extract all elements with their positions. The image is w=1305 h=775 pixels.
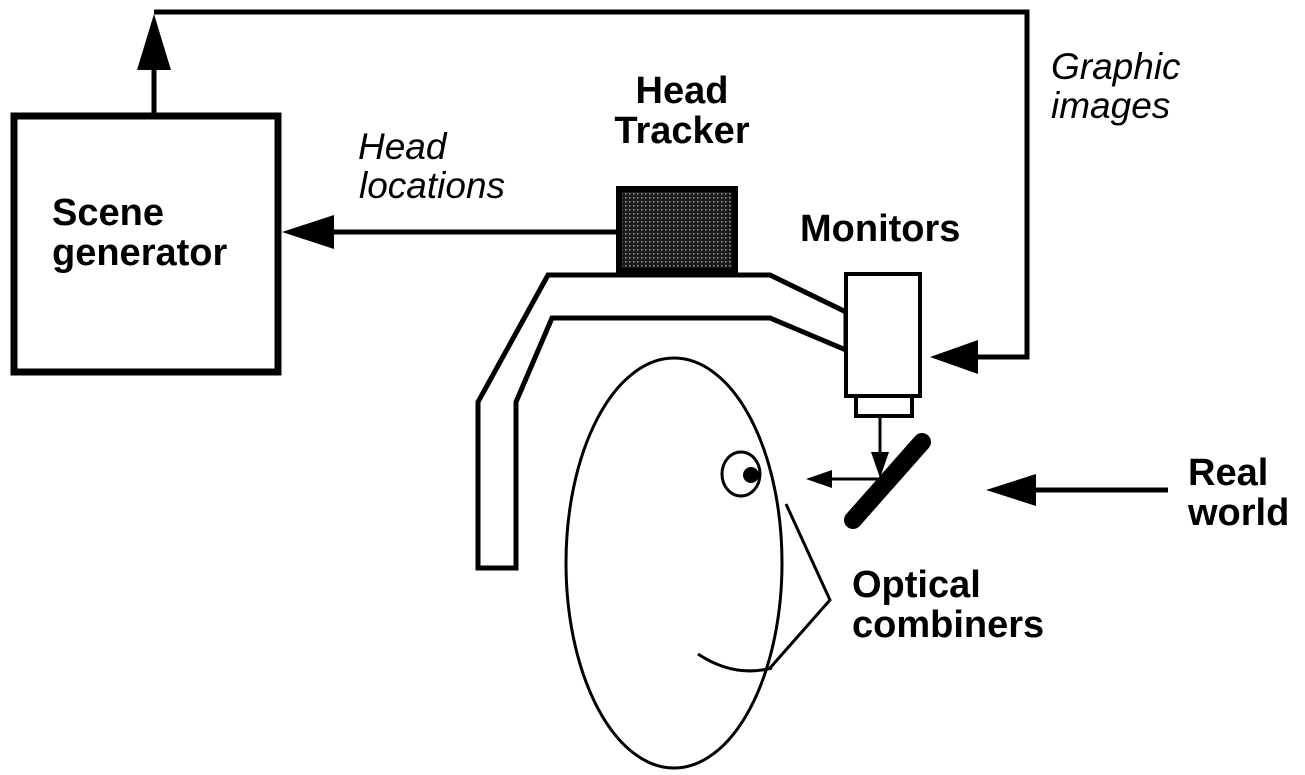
combiner-to-eye-arrowhead [806,470,832,488]
real-world-label-line2: world [1188,491,1290,534]
graphic-images-label: Graphic images [1051,46,1181,126]
monitors-label: Monitors [800,208,961,250]
optical-combiners-label-line2: combiners [852,603,1045,646]
face-outline [564,356,784,770]
head-locations-label-line1: Head [358,126,447,167]
head-mount-frame [475,272,849,571]
real-world-label: Real world [1188,452,1290,534]
real-world-label-line1: Real [1188,452,1269,494]
head-locations-arrowhead [282,215,334,249]
monitor-body [844,272,922,398]
nose [768,503,832,669]
eye-pupil [743,467,759,483]
scene-generator-label: Scene generator [52,192,228,274]
graphic-images-label-line2: images [1051,84,1171,126]
mouth [697,652,773,673]
graphic-images-label-line1: Graphic [1051,46,1181,87]
optical-combiners-label: Optical combiners [852,564,1045,646]
head-tracker-label-line1: Head [635,70,729,112]
monitor-lens [854,394,914,418]
head-locations-label: Head locations [358,126,506,206]
optical-combiner [844,433,931,529]
eye [720,450,762,498]
scene-generator-label-line1: Scene [52,192,164,234]
monitor-to-combiner-arrowhead [871,452,889,478]
up-arrowhead [137,14,171,70]
optical-combiners-label-line1: Optical [852,564,981,606]
head-tracker-block [616,186,738,274]
head-tracker-label: Head Tracker [602,70,762,152]
head-locations-label-line2: locations [359,164,506,206]
scene-generator-box [10,112,282,376]
head-tracker-label-line2: Tracker [614,109,750,152]
scene-generator-label-line2: generator [52,231,228,274]
real-world-arrowhead [986,474,1036,506]
monitor-input-arrowhead [930,340,978,374]
